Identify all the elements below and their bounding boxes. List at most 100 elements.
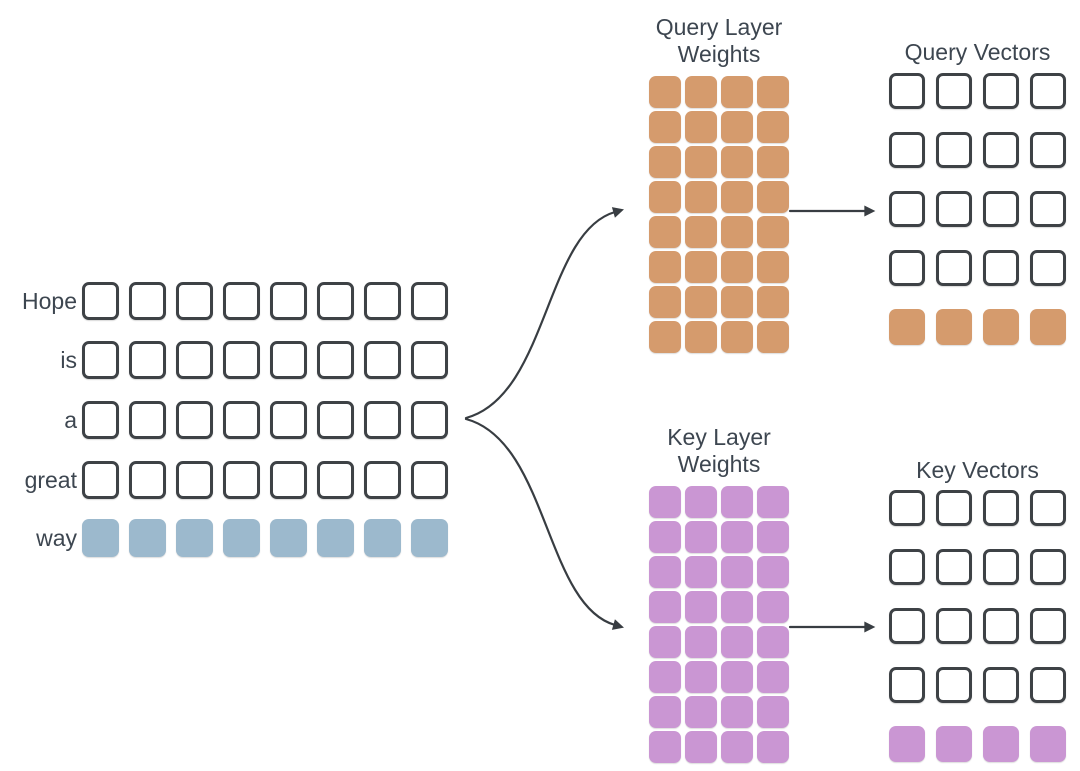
matrix-cell [983,73,1019,109]
embedding-row: a [5,401,448,439]
matrix-cell [685,696,717,728]
matrix-cell [983,726,1019,762]
matrix-cell [649,556,681,588]
matrix-cell [757,556,789,588]
matrix-cell [1030,549,1066,585]
matrix-cell [757,286,789,318]
query-vectors-title: Query Vectors [904,39,1051,65]
matrix-cell [889,608,925,644]
matrix-cell [649,216,681,248]
query-weights-title: Query Layer Weights [655,14,783,67]
matrix-cell [685,731,717,763]
matrix-cell [721,626,753,658]
matrix-cell [1030,490,1066,526]
matrix-cell [270,401,307,439]
matrix-cell [649,111,681,143]
matrix-cell [936,608,972,644]
matrix-cell [1030,73,1066,109]
matrix-cell [176,461,213,499]
matrix-cell [936,73,972,109]
matrix-cell [983,191,1019,227]
matrix-cell [983,132,1019,168]
matrix-cell [649,521,681,553]
matrix-cell [685,661,717,693]
matrix-cell [82,341,119,379]
matrix-cell [721,216,753,248]
matrix-cell [936,549,972,585]
matrix-cell [176,282,213,320]
matrix-cell [889,549,925,585]
matrix-cell [757,146,789,178]
matrix-cell [757,591,789,623]
matrix-cell [685,251,717,283]
matrix-cell [983,667,1019,703]
token-label: great [24,467,77,493]
matrix-cell [721,251,753,283]
matrix-cell [270,341,307,379]
matrix-cell [649,321,681,353]
matrix-cell [1030,726,1066,762]
matrix-cell [1030,309,1066,345]
matrix-cell [649,486,681,518]
matrix-cell [721,486,753,518]
matrix-cell [129,341,166,379]
matrix-cell [364,519,401,557]
matrix-cell [411,282,448,320]
matrix-cell [983,608,1019,644]
matrix-cell [649,286,681,318]
matrix-cell [721,111,753,143]
matrix-cell [223,282,260,320]
matrix-cell [1030,132,1066,168]
matrix-cell [757,251,789,283]
matrix-cell [411,519,448,557]
matrix-cell [317,519,354,557]
matrix-cell [685,181,717,213]
embedding-row: great [5,461,448,499]
matrix-cell [889,73,925,109]
matrix-cell [889,250,925,286]
embedding-row-cells [82,461,448,499]
matrix-cell [270,461,307,499]
matrix-cell [757,626,789,658]
embedding-row-cells [82,341,448,379]
matrix-cell [936,667,972,703]
matrix-cell [223,461,260,499]
key-weights-title: Key Layer Weights [667,424,771,477]
matrix-cell [317,341,354,379]
matrix-cell [685,321,717,353]
matrix-cell [411,461,448,499]
matrix-cell [1030,250,1066,286]
matrix-cell [889,490,925,526]
matrix-cell [176,519,213,557]
matrix-cell [364,401,401,439]
matrix-cell [685,626,717,658]
matrix-cell [649,626,681,658]
matrix-cell [685,591,717,623]
matrix-cell [757,486,789,518]
matrix-cell [82,519,119,557]
matrix-cell [757,661,789,693]
matrix-cell [983,549,1019,585]
matrix-cell [721,146,753,178]
token-label: a [64,407,77,433]
matrix-cell [721,556,753,588]
matrix-cell [757,76,789,108]
matrix-cell [176,341,213,379]
matrix-cell [1030,191,1066,227]
embedding-row-cells [82,282,448,320]
matrix-cell [649,591,681,623]
matrix-cell [983,250,1019,286]
embedding-row-cells [82,519,448,557]
matrix-cell [364,341,401,379]
matrix-cell [129,401,166,439]
matrix-cell [889,726,925,762]
matrix-cell [411,341,448,379]
matrix-cell [649,146,681,178]
matrix-cell [176,401,213,439]
matrix-cell [685,556,717,588]
matrix-cell [936,250,972,286]
key-vectors-matrix [889,490,1066,762]
matrix-cell [936,191,972,227]
